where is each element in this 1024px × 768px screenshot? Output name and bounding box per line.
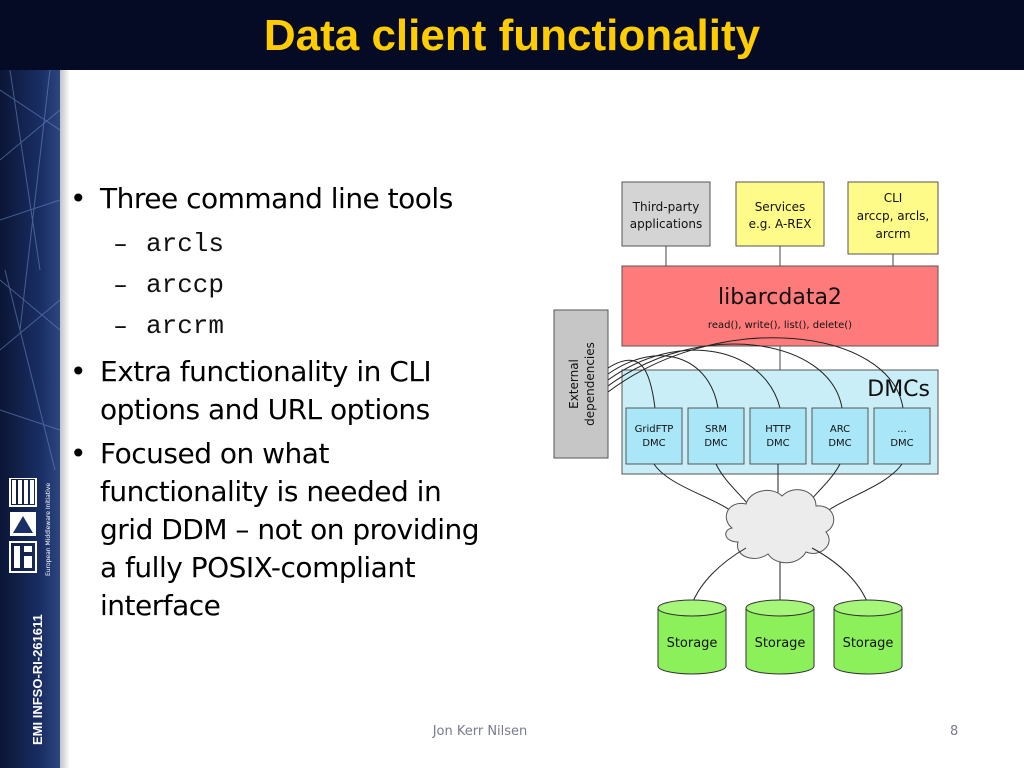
storage-label: Storage: [755, 636, 806, 651]
bullet-item: • Three command line tools: [70, 180, 510, 218]
dmc-gridftp-label: GridFTP: [635, 424, 674, 435]
strip-shadow: [60, 70, 70, 768]
dmc-box-more: [873, 407, 931, 465]
storage-label: Storage: [667, 636, 718, 651]
storage-cylinder-1: Storage: [657, 599, 727, 675]
bullet-dot-icon: •: [70, 437, 87, 470]
external-dependencies-box: [553, 309, 609, 459]
project-id-label: EMI INFSO-RI-261611: [30, 614, 45, 745]
storage-cylinder-3: Storage: [833, 599, 903, 675]
page-number: 8: [950, 724, 959, 739]
sub-bullet-text: arcls: [146, 229, 225, 259]
dash-icon: –: [114, 229, 127, 259]
storage-cylinder-2: Storage: [745, 599, 815, 675]
third-party-box: [621, 181, 711, 247]
libarcdata2-title: libarcdata2: [718, 285, 842, 310]
cli-label-2: arccp, arcls,: [857, 209, 930, 223]
dmc-box-srm: [687, 407, 745, 465]
bullet-dot-icon: •: [70, 182, 87, 215]
libarcdata2-box: [621, 265, 939, 347]
sub-bullet-item: – arccp: [70, 265, 510, 306]
dmc-box-arc: [811, 407, 869, 465]
bullet-text: Three command line tools: [100, 182, 453, 215]
dmc-suffix-label: DMC: [890, 438, 913, 449]
dmc-srm-label: SRM: [705, 424, 727, 435]
bullet-text: Extra functionality in CLI options and U…: [100, 355, 432, 426]
bullet-item: • Focused on what functionality is neede…: [70, 435, 500, 625]
bullet-dot-icon: •: [70, 355, 87, 388]
storage-curves: [691, 547, 869, 605]
dash-icon: –: [114, 311, 127, 341]
dash-icon: –: [114, 270, 127, 300]
left-decorative-strip: [0, 70, 60, 768]
title-bar: [0, 0, 1024, 70]
grid-lines-decoration: [0, 70, 60, 471]
third-party-label-1: Third-party: [632, 200, 700, 214]
slide-title: Data client functionality: [263, 11, 761, 60]
services-label-1: Services: [755, 200, 806, 214]
architecture-diagram: Third-party applications Services e.g. A…: [553, 181, 939, 675]
top-connectors: [665, 246, 894, 266]
sub-bullet-text: arccp: [146, 270, 225, 300]
dmc-arc-label: ARC: [830, 424, 850, 435]
dmc-more-label: ...: [897, 424, 907, 435]
bullet-text: Focused on what functionality is needed …: [100, 437, 480, 622]
footer-author: Jon Kerr Nilsen: [432, 724, 528, 739]
dmc-box-http: [749, 407, 807, 465]
cli-box: [847, 181, 939, 255]
external-label-1: External: [567, 359, 581, 409]
cli-label-3: arcrm: [875, 227, 910, 241]
dmcs-label: DMCs: [867, 377, 930, 402]
external-label-2: dependencies: [583, 342, 597, 426]
dmc-suffix-label: DMC: [704, 438, 727, 449]
dmc-suffix-label: DMC: [828, 438, 851, 449]
services-label-2: e.g. A-REX: [749, 217, 812, 231]
dmc-suffix-label: DMC: [766, 438, 789, 449]
logo-caption: European Middleware Initiative: [45, 483, 52, 576]
dmc-box-gridftp: [625, 407, 683, 465]
sub-bullet-text: arcrm: [146, 311, 225, 341]
dmc-http-label: HTTP: [765, 424, 791, 435]
sub-bullet-item: – arcls: [70, 224, 510, 265]
bullet-list: • Three command line tools – arcls – arc…: [70, 180, 510, 631]
emi-logo-icon: [9, 478, 37, 573]
libarcdata2-functions: read(), write(), list(), delete(): [708, 320, 852, 331]
network-cloud-icon: [725, 489, 835, 564]
sub-bullet-item: – arcrm: [70, 306, 510, 347]
services-box: [735, 181, 825, 247]
dmc-suffix-label: DMC: [642, 438, 665, 449]
storage-label: Storage: [843, 636, 894, 651]
logo-caption-text: European Middleware Initiative: [45, 483, 52, 576]
dependency-curves: [607, 337, 904, 409]
cli-label-1: CLI: [884, 191, 903, 205]
third-party-label-2: applications: [630, 217, 702, 231]
bullet-item: • Extra functionality in CLI options and…: [70, 353, 500, 429]
